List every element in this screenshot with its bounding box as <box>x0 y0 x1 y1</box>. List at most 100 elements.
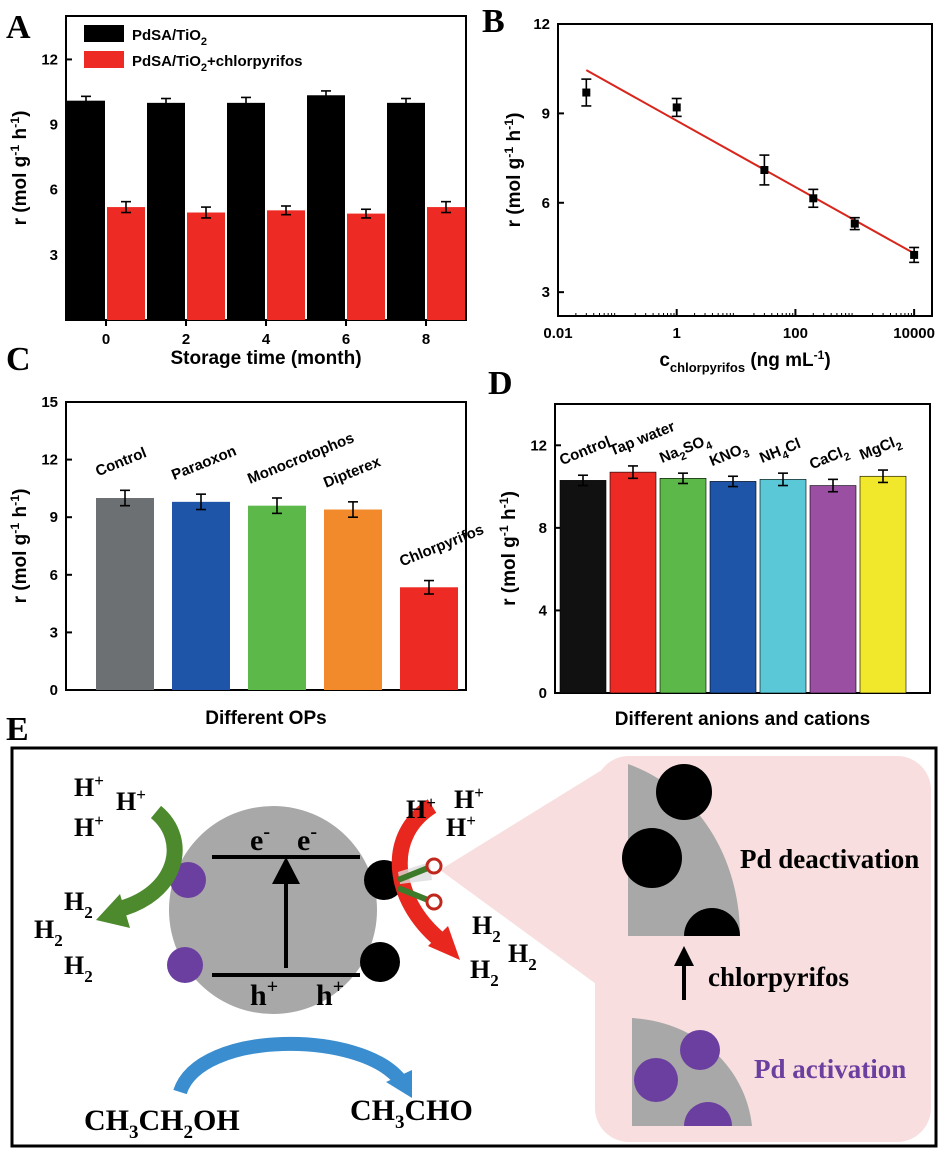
category-label-d-0-part-0: Control <box>557 433 613 469</box>
ytick-label-a-3: 12 <box>41 51 58 68</box>
xlabel-a: Storage time (month) <box>170 348 361 369</box>
reactant-ethanol-sub2: 2 <box>184 1122 194 1143</box>
xtick-label-a-3: 6 <box>342 331 350 348</box>
xtick-label-b-0: 0.01 <box>543 325 572 342</box>
point-b-4 <box>850 219 859 228</box>
proton-left-2: H+ <box>116 785 146 816</box>
hole-label-2: h+ <box>316 976 344 1012</box>
product-acetaldehyde: CH3CHO <box>350 1094 473 1133</box>
hole-label-2-h: h <box>316 979 333 1012</box>
legend-label-a-1-main: PdSA/TiO <box>132 53 201 70</box>
category-label-c-0: Control <box>93 444 149 480</box>
ylabel-b-part-0: r (mol g <box>504 158 525 228</box>
h2-left-1-sub: 2 <box>84 903 93 922</box>
point-b-2 <box>760 166 769 174</box>
point-b-0 <box>582 88 591 97</box>
bar-c-4 <box>400 587 458 690</box>
chlorpyrifos-arrow-head <box>674 946 694 966</box>
reactant-ethanol-part3: OH <box>193 1104 240 1137</box>
green-arrow <box>113 805 183 918</box>
category-label-c-3: Dipterex <box>321 453 384 491</box>
legend-swatch-a-1 <box>84 51 124 68</box>
category-label-d-5: CaCl2 <box>807 442 852 477</box>
proton-left-3-sup: + <box>94 811 104 830</box>
bar-d-3 <box>709 481 757 694</box>
pd-activation-label: Pd activation <box>754 1054 906 1084</box>
ylabel-a-part-0: r (mol g <box>10 156 31 226</box>
deactivated-surface <box>622 764 740 936</box>
chlorpyrifos-label: chlorpyrifos <box>708 962 849 992</box>
product-acetaldehyde-part1: CH <box>350 1094 395 1127</box>
h2-left-2-h: H <box>34 915 54 944</box>
ytick-label-c-4: 12 <box>41 452 58 469</box>
h2-right-1-sub: 2 <box>492 927 501 946</box>
pd-single-atom-left-top <box>170 862 206 898</box>
proton-right-2-h: H <box>454 785 474 814</box>
ylabel-d-part-1: -1 <box>497 525 511 536</box>
point-b-5 <box>910 250 919 259</box>
h2-left-3-h: H <box>64 951 84 980</box>
category-label-d-2-part-0: Na <box>657 444 682 467</box>
category-label-d-6-part-1: 2 <box>895 440 905 453</box>
legend-swatch-a-0 <box>84 25 124 42</box>
category-label-d-4-part-1: 4 <box>781 449 792 463</box>
electron-label-2-e: e <box>297 824 310 857</box>
scissors-icon <box>396 857 443 911</box>
ytick-label-b-0: 3 <box>542 284 550 301</box>
ytick-label-b-1: 6 <box>542 195 550 212</box>
bar-a-s1-1 <box>187 212 225 320</box>
ytick-label-d-3: 12 <box>530 437 547 454</box>
deactivated-pd-2 <box>622 828 682 888</box>
proton-left-2-h: H <box>116 787 136 816</box>
ylabel-d-part-3: -1 <box>497 497 511 508</box>
legend-label-a-1: PdSA/TiO2+chlorpyrifos <box>132 53 302 74</box>
bar-d-4 <box>759 479 807 694</box>
activated-pd-3 <box>684 1102 732 1126</box>
h2-right-2: H2 <box>508 939 537 974</box>
ytick-label-c-3: 9 <box>50 509 58 526</box>
blue-arrow-head <box>386 1070 412 1098</box>
ytick-label-a-0: 3 <box>50 247 58 264</box>
panel-letter-c: C <box>6 341 31 378</box>
pd-deactivation-label: Pd deactivation <box>740 844 919 874</box>
h2-right-3-sub: 2 <box>490 971 499 990</box>
hole-label-1-sup: + <box>267 976 278 998</box>
proton-left-2-sup: + <box>136 785 146 804</box>
ytick-label-d-1: 4 <box>539 602 548 619</box>
scheme-frame <box>10 746 938 1148</box>
ylabel-a: r (mol g-1 h-1) <box>8 111 31 226</box>
ytick-label-a-1: 6 <box>50 182 58 199</box>
bar-c-3 <box>324 509 382 690</box>
proton-right-2-sup: + <box>474 783 484 802</box>
h2-right-1-h: H <box>472 911 492 940</box>
xtick-label-b-2: 100 <box>783 325 808 342</box>
h2-right-2-h: H <box>508 939 528 968</box>
category-label-c-1: Paraoxon <box>169 442 239 483</box>
ylabel-b-part-3: -1 <box>502 119 516 130</box>
h2-right-3-h: H <box>470 955 490 984</box>
ylabel-d-part-4: ) <box>499 491 520 497</box>
point-b-1 <box>672 103 681 112</box>
ylabel-b: r (mol g-1 h-1) <box>502 113 525 228</box>
proton-right-2: H+ <box>454 783 484 814</box>
category-label-d-3: KNO3 <box>707 439 751 473</box>
plot-frame-b <box>557 23 933 317</box>
reactant-ethanol: CH3CH2OH <box>84 1104 240 1143</box>
category-label-d-2-part-3: 4 <box>704 439 715 453</box>
electron-label-2-sup: - <box>310 821 317 843</box>
proton-right-1-h: H <box>406 795 426 824</box>
panel-letter-b: B <box>482 3 505 40</box>
product-acetaldehyde-part2: CHO <box>405 1094 473 1127</box>
ylabel-c-part-0: r (mol g <box>10 534 31 604</box>
hole-label-1-h: h <box>250 979 267 1012</box>
electron-label-2: e- <box>297 821 317 857</box>
h2-left-3-sub: 2 <box>84 967 93 986</box>
bar-c-2 <box>248 505 306 690</box>
reactant-ethanol-part2: CH <box>139 1104 184 1137</box>
category-label-c-4: Chlorpyrifos <box>397 521 486 570</box>
proton-right-3: H+ <box>446 811 476 842</box>
bar-a-s0-3 <box>307 95 345 320</box>
xtick-label-b-1: 1 <box>673 325 681 342</box>
